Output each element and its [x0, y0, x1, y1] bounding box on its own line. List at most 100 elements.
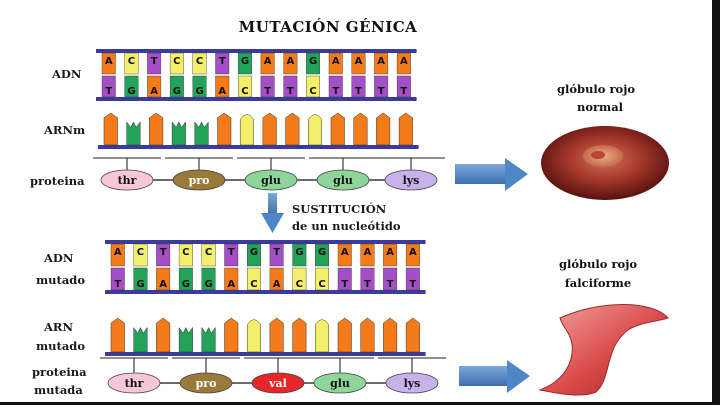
dna-base-top [201, 243, 216, 267]
rna-normal-strand [98, 112, 419, 149]
dna-base-letter-top: T [219, 56, 226, 67]
dna-base-bottom [405, 267, 420, 291]
dna-base-top [237, 52, 252, 75]
normal-red-blood-cell-icon [541, 126, 669, 200]
dna-base-letter-bottom: C [309, 86, 316, 97]
rna-base [337, 317, 352, 353]
dna-base-letter-bottom: G [136, 279, 144, 290]
rna-base [110, 317, 125, 353]
dna-base-top [101, 52, 116, 75]
dna-base-top [269, 243, 284, 267]
rna-base [360, 317, 375, 353]
dna-base-top [169, 52, 184, 75]
dna-base-letter-top: A [105, 56, 113, 67]
dna-base-top [156, 243, 171, 267]
label-arn-mutado-2: mutado [36, 339, 85, 353]
dna-base-top [351, 52, 366, 75]
dna-base-letter-bottom: G [204, 279, 212, 290]
dna-base-letter-bottom: C [250, 279, 257, 290]
dna-base-top [224, 243, 239, 267]
dna-base-letter-top: C [128, 56, 135, 67]
dna-base-top [328, 52, 343, 75]
label-proteina: proteina [30, 174, 85, 188]
dna-base-bottom [337, 267, 352, 291]
flow-arrow-right-icon [455, 158, 528, 191]
dna-base-letter-bottom: C [296, 279, 303, 290]
amino-acid-label: thr [118, 174, 137, 187]
dna-base-letter-bottom: T [341, 279, 348, 290]
dna-base-bottom [215, 75, 230, 98]
dna-base-letter-top: A [332, 56, 340, 67]
dna-base-bottom [192, 75, 207, 98]
dna-base-bottom [283, 75, 298, 98]
dna-base-top [360, 243, 375, 267]
amino-acid [179, 372, 233, 394]
dna-base-letter-top: A [377, 56, 385, 67]
normal-cell-label-line1: glóbulo rojo [557, 82, 635, 96]
dna-base-letter-bottom: T [287, 86, 294, 97]
dna-base-bottom [396, 75, 411, 98]
dna-base-letter-bottom: T [105, 86, 112, 97]
dna-base-letter-top: A [114, 247, 122, 258]
rna-base [292, 317, 307, 353]
amino-acid-label: glu [330, 377, 350, 390]
dna-base-top [292, 243, 307, 267]
amino-acid-label: thr [125, 377, 144, 390]
dna-base-bottom [101, 75, 116, 98]
rna-backbone [105, 352, 426, 356]
dna-base-letter-bottom: T [114, 279, 121, 290]
label-arn-mutado-1: ARN [43, 320, 73, 334]
dna-base-bottom [124, 75, 139, 98]
dna-base-letter-bottom: T [332, 86, 339, 97]
dna-base-letter-top: A [364, 247, 372, 258]
rna-base [194, 121, 209, 146]
dna-base-letter-top: G [318, 247, 326, 258]
dna-backbone-top [96, 49, 417, 53]
dna-base-top [246, 243, 261, 267]
dna-base-letter-bottom: A [273, 279, 281, 290]
sickle-cell-label-line2: falciforme [565, 276, 631, 290]
dna-base-top [192, 52, 207, 75]
dna-base-letter-top: G [295, 247, 303, 258]
dna-base-letter-bottom: C [318, 279, 325, 290]
flow-arrow-right-icon [459, 360, 530, 393]
dna-base-top [396, 52, 411, 75]
dna-base-bottom [201, 267, 216, 291]
dna-base-bottom [315, 267, 329, 291]
dna-base-bottom [306, 75, 320, 98]
normal-cell-label-line2: normal [577, 100, 624, 114]
amino-acid-label: pro [189, 174, 210, 187]
diagram-title: MUTACIÓN GÉNICA [239, 18, 418, 36]
rna-base [239, 114, 254, 146]
substitution-label-line2: de un nucleótido [292, 219, 401, 233]
dna-base-top [383, 243, 398, 267]
dna-base-letter-bottom: T [264, 86, 271, 97]
dna-base-top [374, 52, 389, 75]
amino-acid [244, 169, 298, 191]
dna-base-bottom [178, 267, 193, 291]
dna-base-letter-top: A [264, 56, 272, 67]
dna-base-letter-bottom: T [378, 86, 385, 97]
dna-base-top [215, 52, 230, 75]
dna-base-letter-top: G [309, 56, 317, 67]
rna-base [201, 326, 216, 353]
dna-base-top [315, 243, 329, 267]
amino-acid-label: glu [333, 174, 353, 187]
dna-base-bottom [156, 267, 171, 291]
dna-base-top [124, 52, 139, 75]
rna-base [262, 112, 277, 146]
dna-base-letter-top: C [137, 247, 144, 258]
amino-acid [251, 372, 305, 394]
dna-base-bottom [260, 75, 275, 98]
dna-base-top [283, 52, 298, 75]
rna-base [308, 114, 323, 146]
rna-base [405, 317, 420, 353]
dna-base-letter-top: T [151, 56, 158, 67]
dna-base-letter-top: C [173, 56, 180, 67]
rna-base [171, 121, 186, 146]
dna-base-letter-top: T [273, 247, 280, 258]
substitution-label-line1: SUSTITUCIÓN [292, 202, 387, 216]
